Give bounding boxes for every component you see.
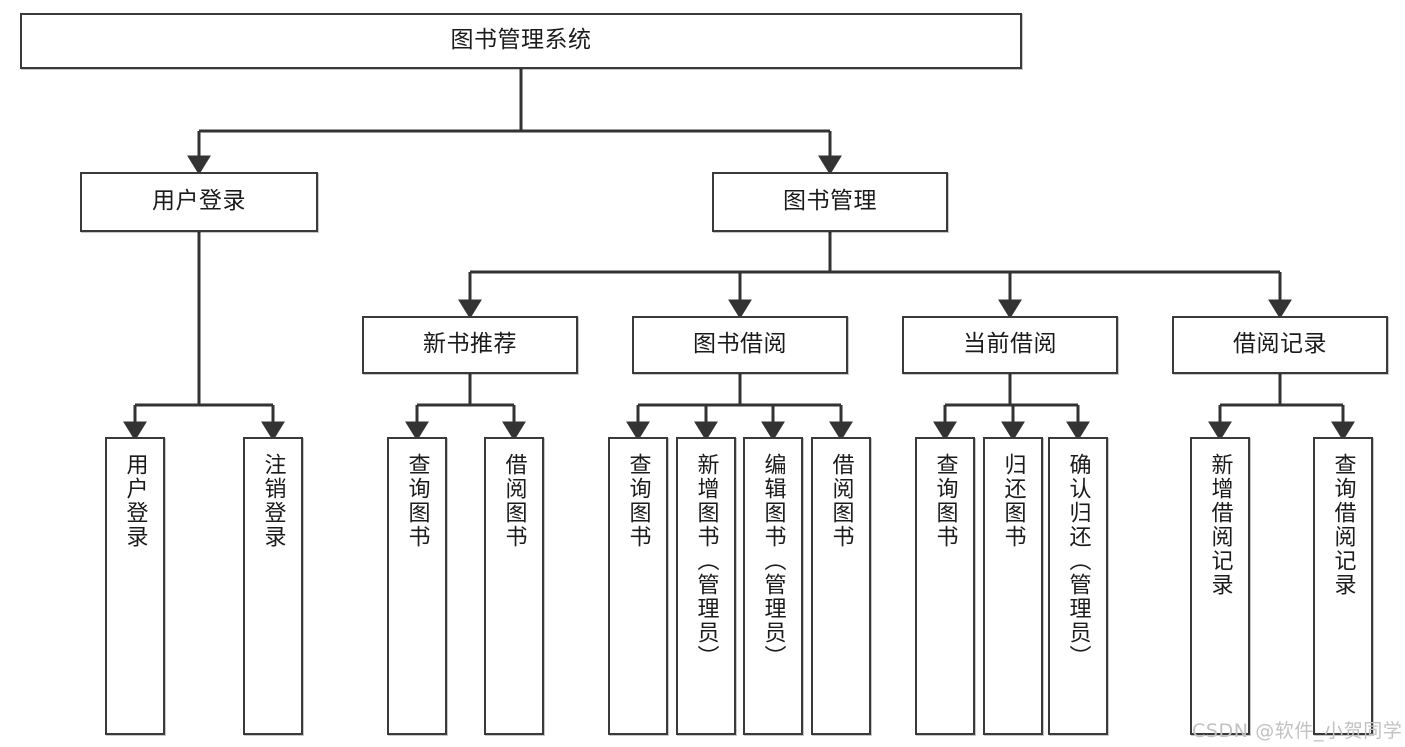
leaf-node-label: 借阅图书	[828, 453, 854, 549]
leaf-node-label: 注销登录	[260, 453, 286, 549]
leaf-node-label: 查询图书	[404, 453, 430, 549]
node-label: 新书推荐	[423, 331, 517, 358]
node-label: 用户登录	[152, 188, 246, 215]
leaf-node-confirm-return-admin[interactable]: 确认归还（管理员）	[1048, 437, 1108, 735]
leaf-node-label: 查询图书	[932, 453, 958, 549]
node-label: 图书借阅	[693, 331, 787, 358]
node-level3-book-borrow[interactable]: 图书借阅	[632, 316, 848, 374]
leaf-node-borrow-book[interactable]: 借阅图书	[811, 437, 871, 735]
leaf-node-label: 新增借阅记录	[1207, 453, 1233, 597]
node-level3-new-book-recommend[interactable]: 新书推荐	[362, 316, 578, 374]
node-level2-user-login[interactable]: 用户登录	[80, 172, 318, 232]
leaf-node-query-book-borrow[interactable]: 查询图书	[608, 437, 668, 735]
node-level3-borrow-records[interactable]: 借阅记录	[1172, 316, 1388, 374]
leaf-node-query-borrow-record[interactable]: 查询借阅记录	[1313, 437, 1373, 735]
node-level3-current-borrow[interactable]: 当前借阅	[902, 316, 1118, 374]
leaf-node-add-borrow-record[interactable]: 新增借阅记录	[1190, 437, 1250, 735]
leaf-node-label: 编辑图书（管理员）	[760, 453, 786, 669]
node-level2-book-management[interactable]: 图书管理	[712, 172, 948, 232]
leaf-node-label: 新增图书（管理员）	[693, 453, 719, 669]
leaf-node-label: 查询图书	[625, 453, 651, 549]
leaf-node-query-book-recommend[interactable]: 查询图书	[387, 437, 447, 735]
csdn-watermark: CSDN @软件_小贺同学	[1192, 720, 1403, 742]
leaf-node-add-book-admin[interactable]: 新增图书（管理员）	[676, 437, 736, 735]
node-label: 借阅记录	[1233, 331, 1327, 358]
leaf-node-edit-book-admin[interactable]: 编辑图书（管理员）	[743, 437, 803, 735]
node-label: 当前借阅	[963, 331, 1057, 358]
leaf-node-query-book-current[interactable]: 查询图书	[915, 437, 975, 735]
leaf-node-label: 归还图书	[1000, 453, 1026, 549]
leaf-node-label: 确认归还（管理员）	[1065, 453, 1091, 669]
leaf-node-logout[interactable]: 注销登录	[243, 437, 303, 735]
leaf-node-return-book[interactable]: 归还图书	[983, 437, 1043, 735]
leaf-node-label: 查询借阅记录	[1330, 453, 1356, 597]
leaf-node-borrow-book-recommend[interactable]: 借阅图书	[484, 437, 544, 735]
leaf-node-user-login[interactable]: 用户登录	[105, 437, 165, 735]
node-root[interactable]: 图书管理系统	[20, 13, 1022, 69]
leaf-node-label: 借阅图书	[501, 453, 527, 549]
node-label: 图书管理	[783, 188, 877, 215]
leaf-node-label: 用户登录	[122, 453, 148, 549]
node-root-label: 图书管理系统	[450, 27, 592, 54]
